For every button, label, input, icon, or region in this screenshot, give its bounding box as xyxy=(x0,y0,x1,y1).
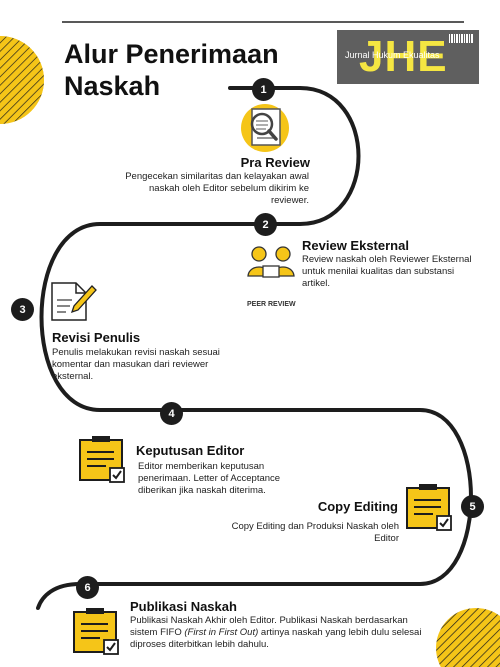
step-4-description: Editor memberikan keputusan penerimaan. … xyxy=(138,461,281,496)
step-5-title: Copy Editing xyxy=(317,499,398,514)
logo-journal-name: Jurnal Hukum Ekualitas xyxy=(345,50,440,60)
step-3-number: 3 xyxy=(11,298,34,321)
step-5-description: Copy Editing dan Produksi Naskah oleh Ed… xyxy=(231,521,399,544)
step-6-desc-post: artinya naskah yang lebih dulu selesai d… xyxy=(130,627,422,650)
page-title: Alur Penerimaan Naskah xyxy=(64,38,279,102)
step-2-tag: PEER REVIEW xyxy=(247,301,296,308)
step-6-number: 6 xyxy=(76,576,99,599)
logo-mark: JHE xyxy=(359,32,448,81)
clipboard-check-icon-4 xyxy=(79,436,125,483)
step-5-number: 5 xyxy=(461,495,484,518)
magnifier-document-icon xyxy=(241,104,289,152)
document-pen-icon xyxy=(51,282,97,321)
step-3-description: Penulis melakukan revisi naskah sesuai k… xyxy=(52,347,220,382)
step-6-desc-emphasis: (First in First Out) xyxy=(184,627,259,638)
reviewers-icon xyxy=(247,246,295,278)
step-2-number: 2 xyxy=(254,213,277,236)
clipboard-check-icon-5 xyxy=(406,484,452,531)
step-6-description: Publikasi Naskah Akhir oleh Editor. Publ… xyxy=(130,615,430,651)
step-1-title: Pra Review xyxy=(240,155,310,170)
step-4-number: 4 xyxy=(160,402,183,425)
journal-logo: JHE Jurnal Hukum Ekualitas xyxy=(337,30,479,84)
barcode-icon xyxy=(449,34,473,43)
step-2-description: Review naskah oleh Reviewer Eksternal un… xyxy=(302,254,472,289)
step-4-title: Keputusan Editor xyxy=(136,443,245,458)
step-2-title: Review Eksternal xyxy=(302,238,409,253)
page-title-line2: Naskah xyxy=(64,71,161,101)
deco-hatch-bottom-right xyxy=(436,608,500,667)
step-6-desc-pre: Publikasi Naskah Akhir oleh Editor. Publ… xyxy=(130,615,408,638)
step-1-number: 1 xyxy=(252,78,275,101)
page-title-line1: Alur Penerimaan xyxy=(64,39,279,69)
clipboard-check-icon-6 xyxy=(73,608,119,655)
step-3-title: Revisi Penulis xyxy=(52,330,141,345)
step-1-description: Pengecekan similaritas dan kelayakan awa… xyxy=(125,171,309,206)
process-path xyxy=(36,86,473,610)
deco-hatch-top-left xyxy=(0,36,44,124)
step-6-title: Publikasi Naskah xyxy=(130,599,237,614)
